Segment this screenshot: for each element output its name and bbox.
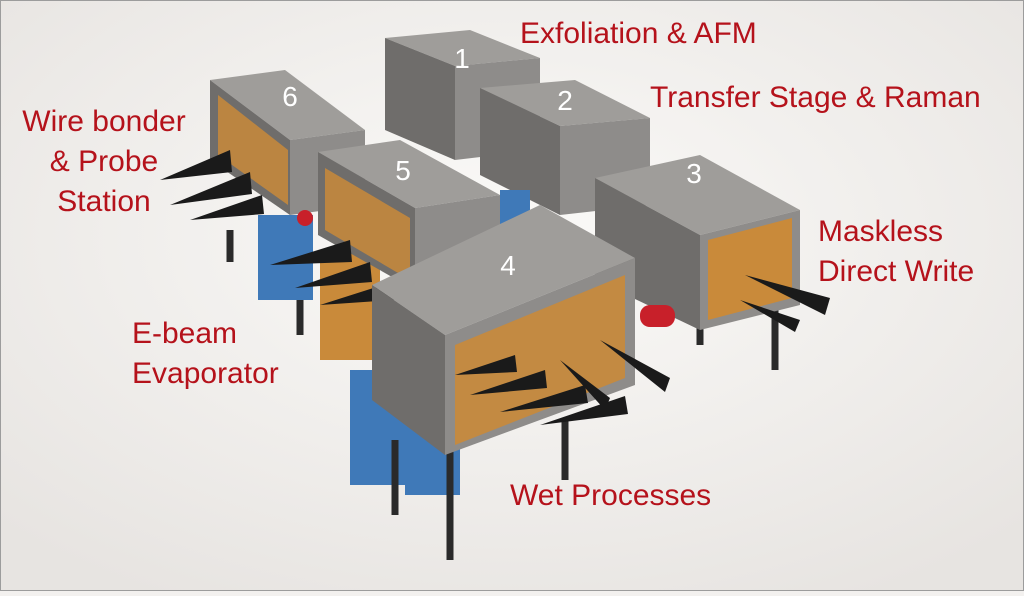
station-number-4: 4 [500, 250, 516, 281]
label-maskless-line-1: Maskless [818, 215, 943, 248]
label-maskless-line-2: Direct Write [818, 255, 974, 288]
label-maskless-direct-write: Maskless Direct Write [818, 212, 974, 292]
station-number-2: 2 [557, 85, 573, 116]
port-3 [640, 305, 675, 327]
label-ebeam-evaporator: E-beam Evaporator [132, 314, 279, 394]
label-ebeam-line-1: E-beam [132, 317, 237, 350]
station-number-6: 6 [282, 81, 298, 112]
port-6 [297, 210, 313, 226]
cabinet-5 [320, 250, 380, 360]
label-ebeam-line-2: Evaporator [132, 357, 279, 390]
station-number-5: 5 [395, 155, 411, 186]
label-wire-line-1: Wire bonder [22, 105, 185, 138]
label-exfoliation-afm: Exfoliation & AFM [520, 14, 757, 54]
station-number-1: 1 [454, 43, 470, 74]
station-number-3: 3 [686, 158, 702, 189]
label-wire-bonder-probe-station: Wire bonder & Probe Station [8, 102, 200, 222]
label-transfer-stage-raman: Transfer Stage & Raman [650, 78, 981, 118]
label-wire-line-3: Station [57, 185, 150, 218]
label-wet-processes: Wet Processes [510, 476, 711, 516]
label-wire-line-2: & Probe [50, 145, 158, 178]
